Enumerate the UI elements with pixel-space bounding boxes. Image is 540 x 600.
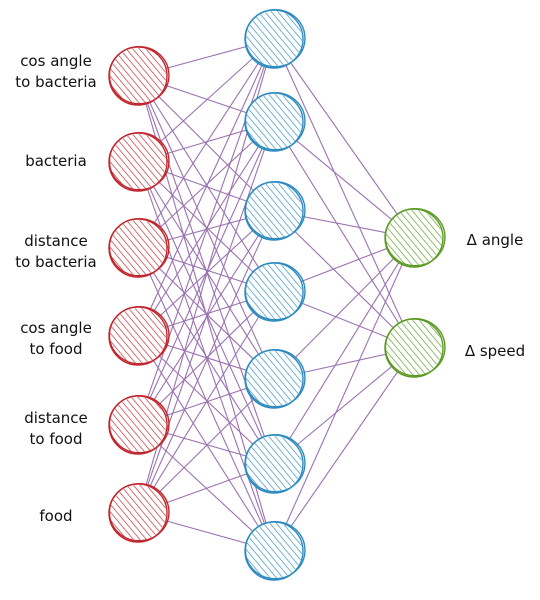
hidden-node-1: [244, 91, 306, 152]
edge-input-4-hidden-3: [137, 291, 275, 426]
output-label-delta-angle: Δ angle: [455, 230, 535, 251]
hidden-node-3: [244, 261, 306, 322]
edge-input-5-hidden-2: [137, 210, 275, 514]
edge-hidden-5-output-0: [273, 237, 415, 465]
edge-input-2-hidden-5: [137, 247, 275, 465]
edge-hidden-1-output-1: [273, 121, 415, 349]
edge-hidden-6-output-0: [273, 237, 415, 552]
edge-input-3-hidden-6: [137, 335, 275, 552]
hidden-node-4: [244, 348, 306, 409]
label-line: to bacteria: [15, 253, 97, 271]
label-line: Δ speed: [464, 342, 526, 360]
input-node-0: [108, 45, 170, 106]
edge-input-1-hidden-3: [137, 161, 275, 293]
edge-input-0-hidden-3: [137, 75, 275, 293]
edge-hidden-1-output-0: [273, 121, 415, 239]
network-nodes: [108, 8, 446, 581]
input-label-cos-angle-to-bacteria: cos angle to bacteria: [6, 51, 106, 93]
label-line: distance: [24, 409, 88, 427]
edge-hidden-0-output-1: [273, 38, 415, 349]
label-line: Δ angle: [466, 231, 524, 249]
input-label-food: food: [6, 506, 106, 527]
input-label-cos-angle-to-food: cos angle to food: [6, 318, 106, 360]
input-label-bacteria: bacteria: [6, 151, 106, 172]
label-line: distance: [24, 232, 88, 250]
edge-input-3-hidden-1: [137, 121, 275, 337]
label-line: cos angle: [20, 319, 92, 337]
edge-hidden-0-output-0: [273, 38, 415, 239]
label-line: to food: [29, 340, 83, 358]
output-label-delta-speed: Δ speed: [455, 341, 535, 362]
hidden-node-5: [244, 433, 306, 494]
input-node-1: [108, 131, 170, 192]
hidden-node-6: [244, 520, 306, 581]
output-node-1: [384, 317, 446, 378]
input-node-5: [108, 482, 170, 543]
edge-input-5-hidden-4: [137, 378, 275, 514]
input-node-2: [108, 217, 170, 278]
edge-input-5-hidden-1: [137, 121, 275, 514]
label-line: cos angle: [20, 52, 92, 70]
label-line: to food: [29, 430, 83, 448]
output-node-0: [384, 207, 446, 268]
edge-hidden-6-output-1: [273, 347, 415, 552]
edge-input-2-hidden-0: [137, 38, 275, 249]
input-node-3: [108, 305, 170, 366]
hidden-node-0: [244, 8, 306, 69]
edge-hidden-2-output-1: [273, 210, 415, 349]
label-line: food: [39, 507, 73, 525]
input-label-distance-to-bacteria: distance to bacteria: [6, 231, 106, 273]
edge-input-3-hidden-0: [137, 38, 275, 337]
label-line: to bacteria: [15, 73, 97, 91]
edge-hidden-4-output-0: [273, 237, 415, 380]
edge-input-3-hidden-5: [137, 335, 275, 465]
edge-input-4-hidden-1: [137, 121, 275, 426]
label-line: bacteria: [25, 152, 87, 170]
edge-input-5-hidden-3: [137, 291, 275, 514]
input-node-4: [108, 394, 170, 455]
hidden-node-2: [244, 180, 306, 241]
input-label-distance-to-food: distance to food: [6, 408, 106, 450]
